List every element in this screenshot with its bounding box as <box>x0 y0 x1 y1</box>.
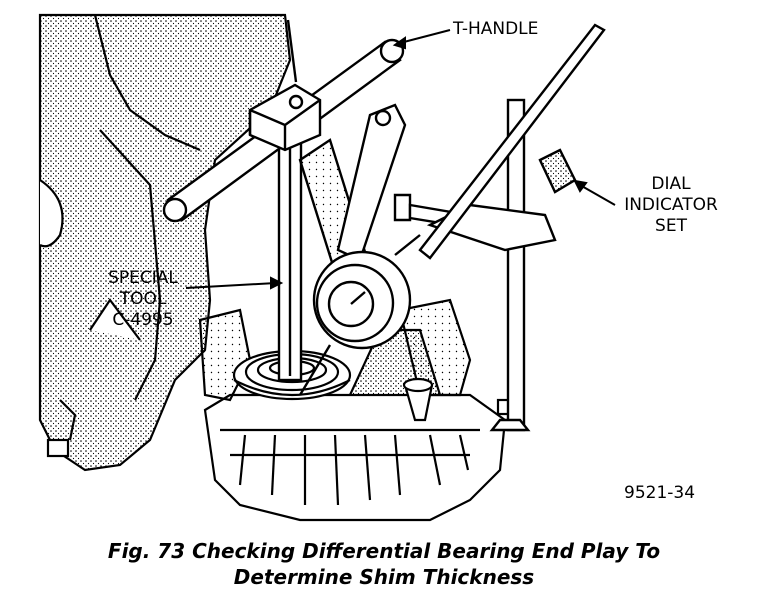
dial-indicator-label-line: INDICATOR <box>624 195 718 215</box>
caption-line: Determine Shim Thickness <box>233 565 535 589</box>
dial-indicator-label-line: SET <box>655 216 687 236</box>
callout-leaders <box>185 29 616 290</box>
caption-line: Fig. 73 Checking Differential Bearing En… <box>107 539 661 563</box>
t-handle-label-text: T-HANDLE <box>453 19 539 39</box>
dial-indicator-gauge <box>298 234 421 396</box>
figure-number: 9521-34 <box>624 483 696 503</box>
special-tool-shaft <box>277 128 303 382</box>
transmission-case <box>38 13 292 472</box>
special-tool-label-line: SPECIAL <box>108 268 178 288</box>
t-handle-label: T-HANDLE <box>453 19 538 40</box>
dial-indicator-label-line: DIAL <box>651 174 691 194</box>
indicator-support-rod <box>393 23 606 432</box>
pinion-stub <box>402 377 434 422</box>
special-tool-label-line: C-4995 <box>112 310 174 330</box>
figure-caption: Fig. 73 Checking Differential Bearing En… <box>0 538 768 590</box>
special-tool-label: SPECIAL TOOL C-4995 <box>96 268 190 331</box>
t-handle-tool <box>162 19 405 223</box>
special-tool-label-line: TOOL <box>119 289 167 309</box>
dial-indicator-label: DIAL INDICATOR SET <box>606 174 736 237</box>
differential-housing <box>198 298 524 522</box>
